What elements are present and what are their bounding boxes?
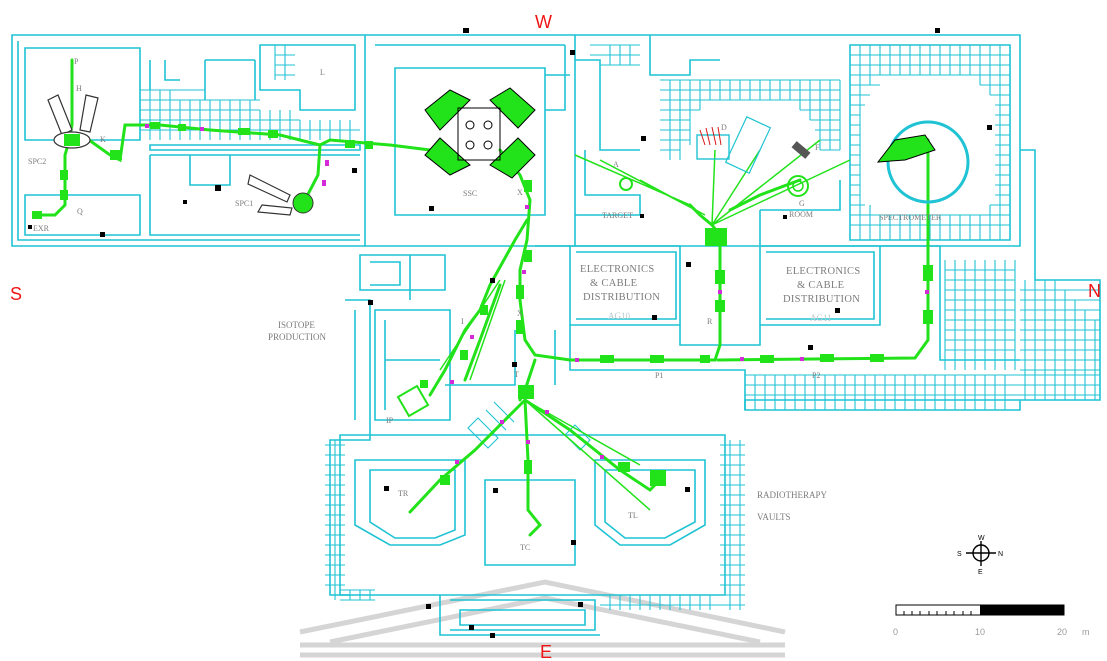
- label-cable-a: & CABLE: [590, 278, 637, 289]
- line-label-a: A: [613, 160, 619, 169]
- label-electronics-b: ELECTRONICS: [786, 266, 860, 277]
- label-distribution-b: DISTRIBUTION: [783, 294, 860, 305]
- mini-compass-n: N: [998, 551, 1003, 558]
- compass-north: N: [1088, 281, 1101, 301]
- label-radiotherapy: RADIOTHERAPY: [757, 490, 828, 500]
- experimental-stations: [396, 116, 970, 418]
- mini-compass-e: E: [978, 569, 983, 576]
- compass-south: S: [10, 284, 22, 304]
- label-ag11: AG11: [810, 313, 832, 323]
- scale-label-20: 20: [1057, 627, 1067, 637]
- label-vaults: VAULTS: [757, 512, 791, 522]
- label-spc2: SPC2: [28, 157, 46, 166]
- spc1-injector: [247, 174, 314, 216]
- black-markers: [28, 28, 992, 638]
- compass-letters: W S N E: [10, 12, 1101, 661]
- label-isotope: ISOTOPE: [278, 320, 315, 330]
- line-label-t: T: [514, 370, 519, 379]
- label-exr: EXR: [33, 224, 50, 233]
- label-electronics-a: ELECTRONICS: [580, 264, 654, 275]
- room-labels: SPC2 SPC1 SSC EXR L TARGET ROOM SPECTROM…: [28, 68, 942, 552]
- line-label-p2: P2: [812, 371, 820, 380]
- line-label-d: D: [721, 123, 727, 132]
- label-ag10: AG10: [608, 311, 630, 321]
- line-label-i: I: [461, 317, 464, 326]
- scale-bar: 0 10 20 m: [893, 604, 1090, 637]
- building-walls: [11, 34, 1101, 636]
- mini-compass-rose: W S N E: [957, 535, 1003, 576]
- label-cable-b: & CABLE: [797, 280, 844, 291]
- line-label-p1: P1: [655, 371, 663, 380]
- line-label-x-upper: X: [517, 188, 523, 197]
- line-label-p: P: [74, 57, 79, 66]
- label-l: L: [320, 68, 325, 77]
- label-spc1: SPC1: [235, 199, 253, 208]
- beamline-letter-labels: P H K Q A D F G I X X R T P1 P2: [74, 57, 820, 380]
- line-label-r: R: [707, 317, 713, 326]
- label-distribution-a: DISTRIBUTION: [583, 292, 660, 303]
- watermark-facade: [299, 579, 786, 658]
- beamline-components: [32, 122, 933, 486]
- line-label-x-lower: X: [517, 309, 523, 318]
- line-label-h: H: [76, 84, 82, 93]
- compass-west: W: [535, 12, 552, 32]
- label-room: ROOM: [789, 210, 813, 219]
- scale-label-10: 10: [975, 627, 985, 637]
- label-production: PRODUCTION: [268, 332, 327, 342]
- compass-east: E: [540, 642, 552, 661]
- label-tl: TL: [628, 511, 638, 520]
- spc2-injector: [47, 94, 99, 149]
- label-spectrometer: SPECTROMETER: [879, 213, 942, 222]
- mini-compass-s: S: [957, 551, 962, 558]
- mini-compass-w: W: [978, 535, 985, 542]
- scale-label-0: 0: [893, 627, 898, 637]
- line-label-k: K: [100, 135, 106, 144]
- line-label-f: F: [815, 143, 820, 152]
- label-ssc: SSC: [463, 189, 477, 198]
- line-label-q: Q: [77, 207, 83, 216]
- label-ip: IP: [386, 416, 394, 425]
- line-label-g: G: [799, 199, 805, 208]
- ssc-cyclotron: [424, 87, 536, 179]
- label-target: TARGET: [602, 211, 633, 220]
- beamline-magnets: [145, 124, 929, 464]
- label-tc: TC: [520, 543, 530, 552]
- label-tr: TR: [398, 489, 409, 498]
- scale-unit: m: [1082, 627, 1090, 637]
